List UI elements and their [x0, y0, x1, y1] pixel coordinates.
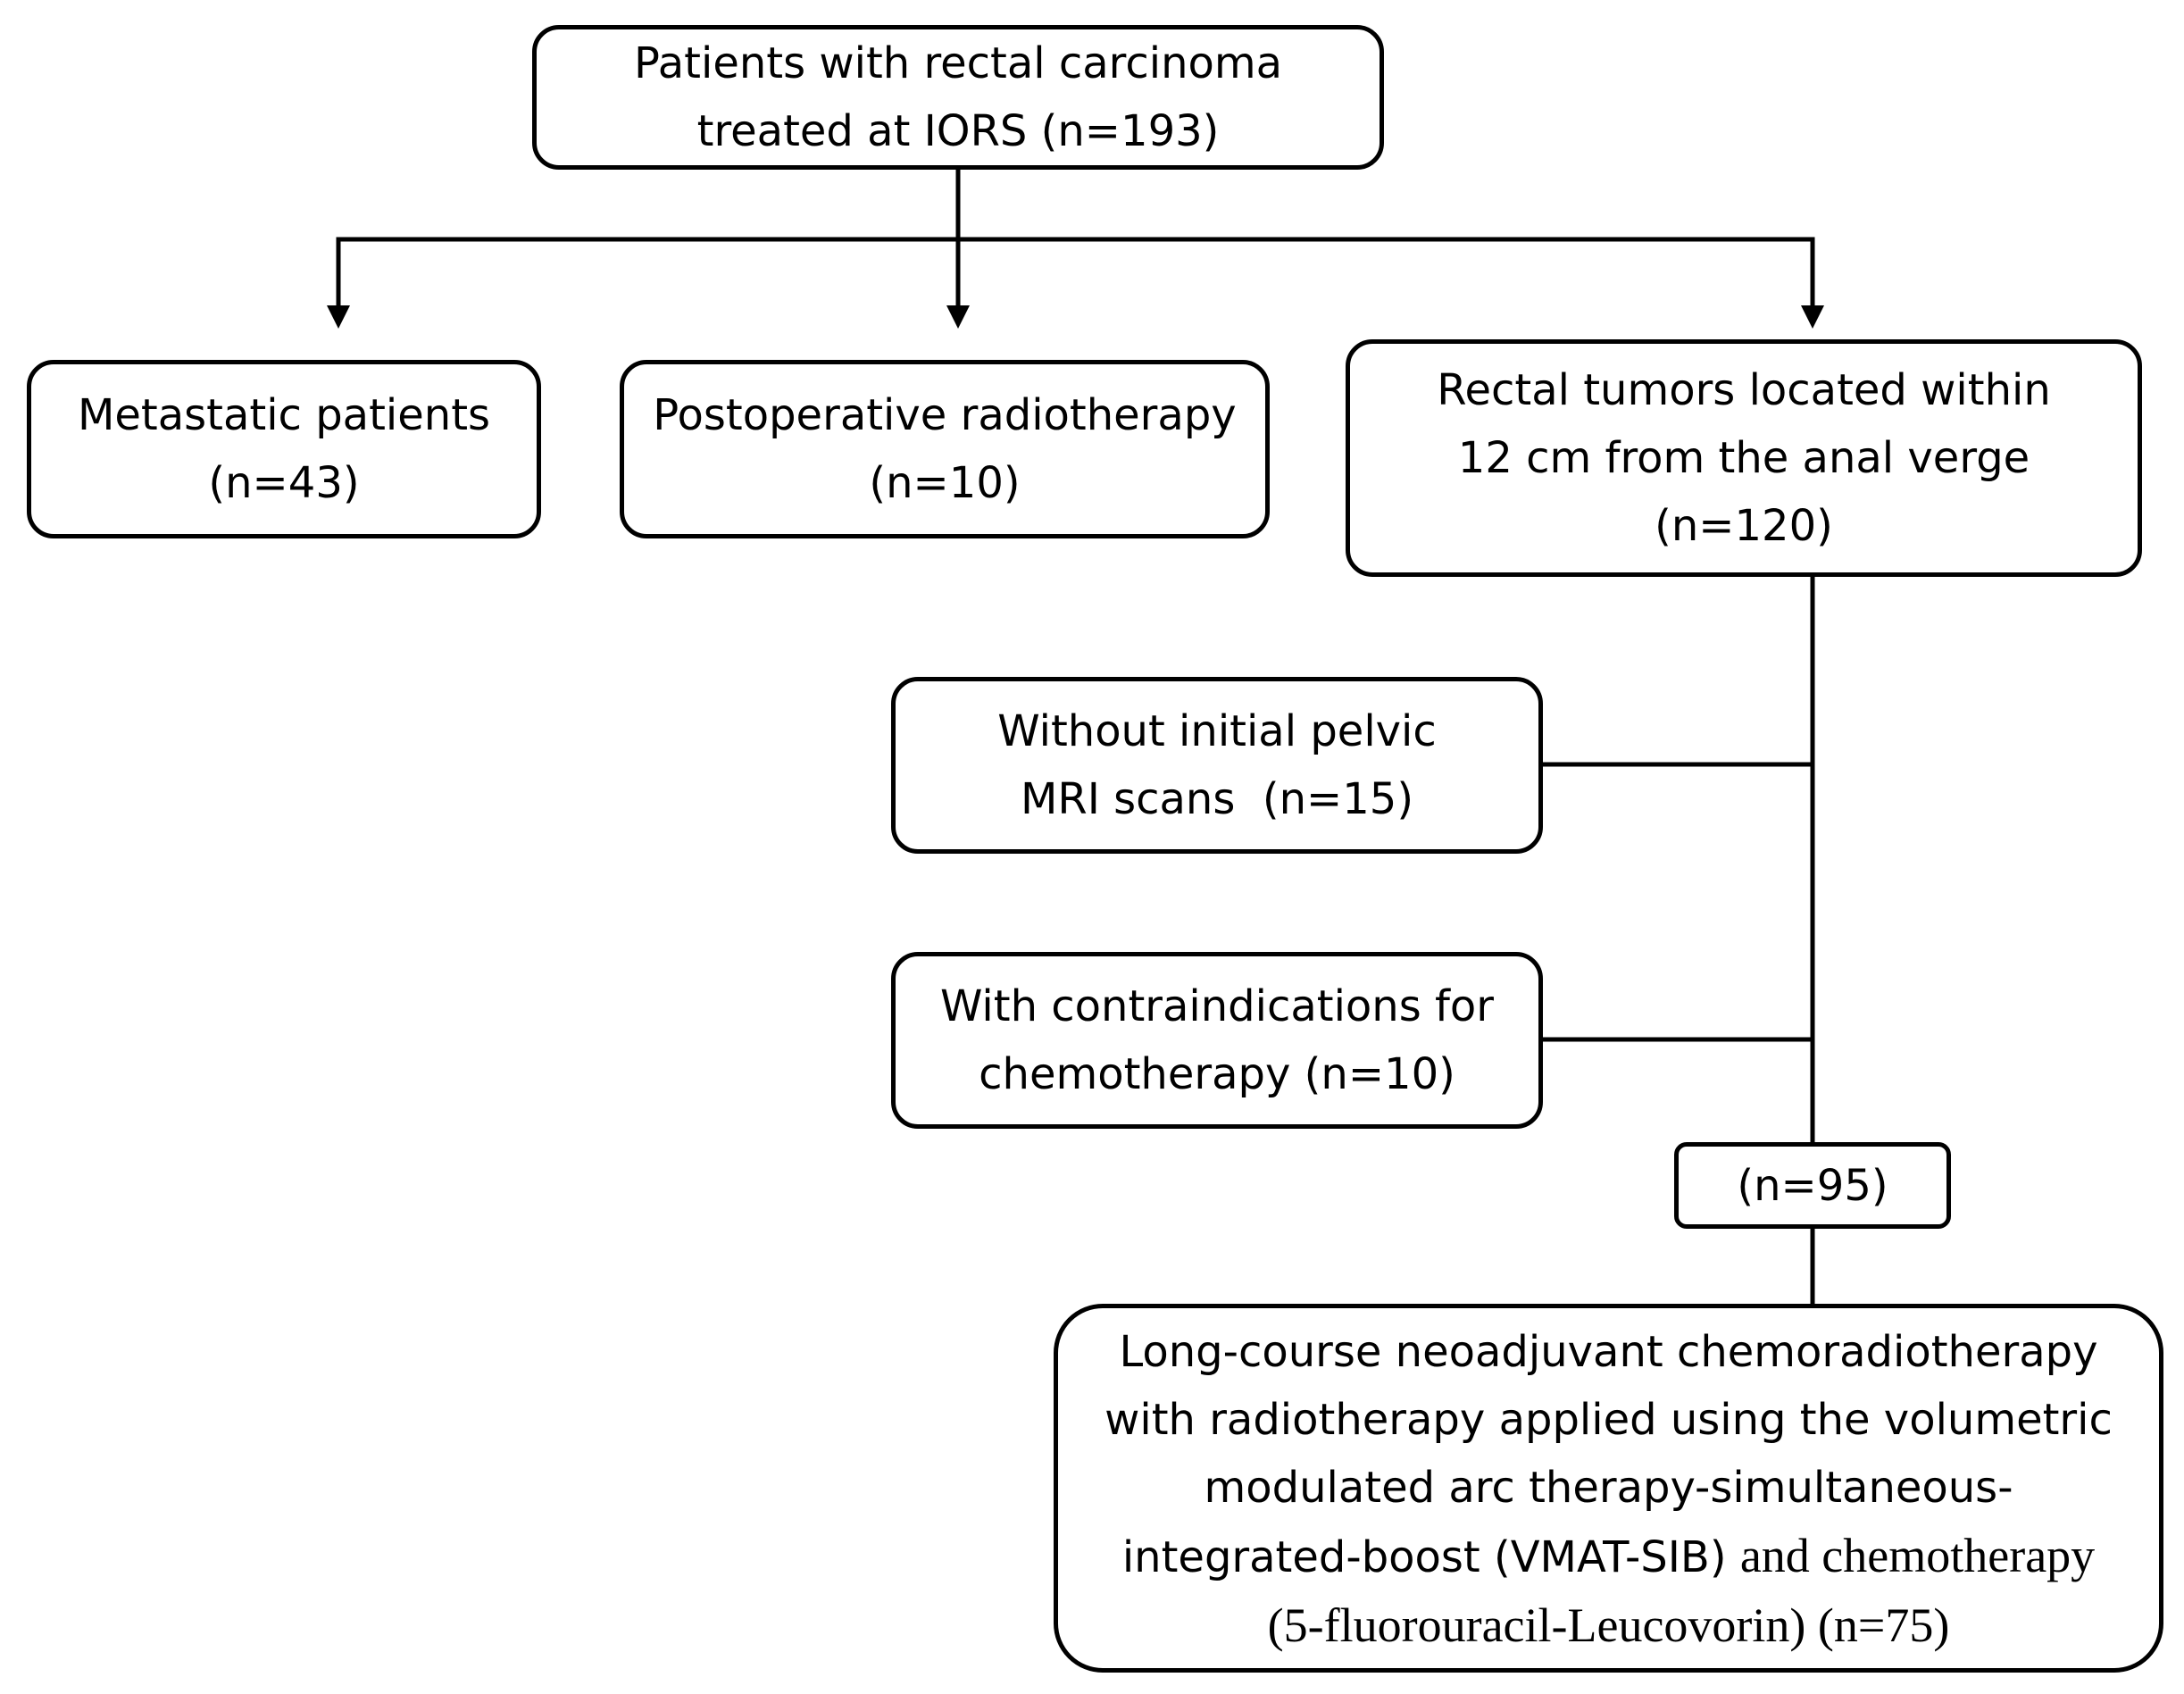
contraindications-line-1: With contraindications for	[940, 981, 1494, 1031]
rectal-tumors-line-2: 12 cm from the anal verge	[1457, 433, 2030, 483]
contraindications-box: With contraindications for chemotherapy …	[891, 952, 1543, 1129]
final-line-4: integrated-boost (VMAT-SIB) and chemothe…	[1122, 1522, 2095, 1591]
without-mri-line-2: MRI scans (n=15)	[1020, 774, 1414, 824]
remaining-box: (n=95)	[1674, 1142, 1951, 1229]
without-mri-box: Without initial pelvic MRI scans (n=15)	[891, 677, 1543, 854]
root-line-1: Patients with rectal carcinoma	[633, 38, 1283, 88]
arrow-to-rectal-tumors	[1801, 239, 1824, 329]
remaining-label: (n=95)	[1737, 1160, 1888, 1211]
postoperative-box: Postoperative radiotherapy (n=10)	[620, 360, 1270, 538]
rectal-tumors-line-1: Rectal tumors located within	[1437, 365, 2051, 415]
arrow-to-metastatic	[327, 239, 350, 329]
final-line-2: with radiotherapy applied using the volu…	[1105, 1394, 2113, 1445]
final-line-1: Long-course neoadjuvant chemoradiotherap…	[1119, 1326, 2098, 1377]
arrow-to-postoperative	[946, 239, 970, 329]
final-line-5: (5-fluorouracil-Leucovorin) (n=75)	[1267, 1598, 1950, 1652]
final-line-4-serif: and chemotherapy	[1739, 1528, 2096, 1582]
rectal-tumors-box: Rectal tumors located within 12 cm from …	[1346, 339, 2142, 577]
contraindications-line-2: chemotherapy (n=10)	[979, 1049, 1455, 1099]
metastatic-box: Metastatic patients (n=43)	[27, 360, 541, 538]
root-line-2: treated at IORS (n=193)	[696, 106, 1220, 156]
metastatic-line-1: Metastatic patients	[77, 390, 491, 440]
postoperative-line-1: Postoperative radiotherapy	[653, 390, 1237, 440]
final-line-4-sans: integrated-boost (VMAT-SIB)	[1121, 1531, 1740, 1582]
rectal-tumors-line-3: (n=120)	[1655, 501, 1833, 551]
root-box: Patients with rectal carcinoma treated a…	[532, 25, 1384, 170]
without-mri-line-1: Without initial pelvic	[997, 706, 1437, 756]
final-line-3: modulated arc therapy-simultaneous-	[1204, 1462, 2013, 1513]
metastatic-line-2: (n=43)	[208, 458, 360, 508]
postoperative-line-2: (n=10)	[869, 458, 1021, 508]
final-box: Long-course neoadjuvant chemoradiotherap…	[1054, 1304, 2163, 1673]
